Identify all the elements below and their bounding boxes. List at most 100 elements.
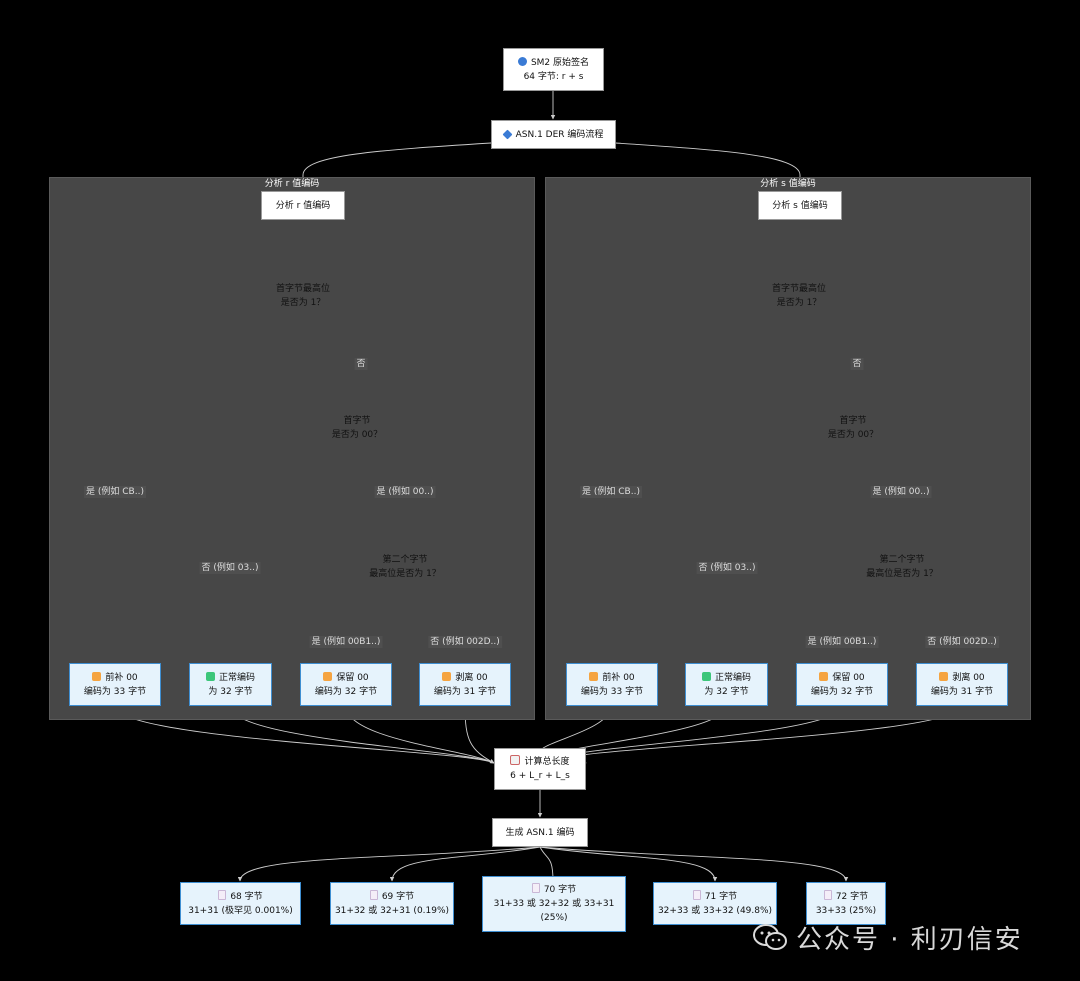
cluster-s: 分析 s 值编码 xyxy=(545,177,1031,720)
s-result-normal-line1: 正常编码 xyxy=(714,672,751,683)
edge-gen-to-output-2 xyxy=(539,846,556,882)
output-72: 72 字节 33+33 (25%) xyxy=(806,882,886,925)
edge-flow-to-s xyxy=(615,142,803,191)
r-result-strip-line1: 剥离 00 xyxy=(455,672,488,683)
orange-square-icon xyxy=(939,671,949,681)
analyze-r-label: 分析 r 值编码 xyxy=(275,200,331,211)
orange-square-icon xyxy=(819,671,829,681)
gen-asn1-label: 生成 ASN.1 编码 xyxy=(505,827,575,838)
r-decision-second-line2: 最高位是否为 1？ xyxy=(369,569,441,579)
sm2-signature-title: SM2 原始签名 xyxy=(530,57,590,68)
output-71: 71 字节 32+33 或 33+32 (49.8%) xyxy=(653,882,777,925)
s-decision-00-text: 首字节 是否为 00？ xyxy=(813,414,893,442)
analyze-s-node: 分析 s 值编码 xyxy=(758,191,842,220)
s-result-strip: 剥离 00 编码为 31 字节 xyxy=(916,663,1008,706)
r-decision-msb-line1: 首字节最高位 xyxy=(275,284,330,294)
output-72-title: 72 字节 xyxy=(835,891,869,902)
r-result-strip: 剥离 00 编码为 31 字节 xyxy=(419,663,511,706)
output-68-detail: 31+31 (极罕见 0.001%) xyxy=(188,905,293,916)
s-result-strip-line2: 编码为 31 字节 xyxy=(930,686,994,697)
r-result-keep-line2: 编码为 32 字节 xyxy=(314,686,378,697)
edge-gen-to-output-1 xyxy=(389,846,541,882)
document-icon xyxy=(218,889,227,900)
s-edge-label-yes-00b1: 是 (例如 00B1..) xyxy=(805,636,879,648)
r-edge-label-no-002d: 否 (例如 002D..) xyxy=(428,636,502,648)
output-69-detail: 31+32 或 32+31 (0.19%) xyxy=(334,905,450,916)
output-70-detail: 31+33 或 32+32 或 33+31 xyxy=(493,899,615,909)
s-result-normal-line2: 为 32 字节 xyxy=(704,686,749,697)
document-icon xyxy=(531,883,540,893)
r-decision-00-line1: 首字节 xyxy=(343,416,371,426)
output-71-detail: 32+33 或 33+32 (49.8%) xyxy=(657,905,773,916)
output-72-detail: 33+33 (25%) xyxy=(815,905,877,916)
calc-length-formula: 6 + L_r + L_s xyxy=(510,771,570,781)
asn1-flow-label: ASN.1 DER 编码流程 xyxy=(515,129,604,140)
document-icon xyxy=(369,889,378,900)
analyze-s-label: 分析 s 值编码 xyxy=(772,200,828,211)
asn1-flow-node: ASN.1 DER 编码流程 xyxy=(491,120,616,149)
r-edge-label-yes-cb: 是 (例如 CB..) xyxy=(84,486,146,498)
s-decision-msb-text: 首字节最高位 是否为 1？ xyxy=(759,282,839,310)
r-result-pad-line2: 编码为 33 字节 xyxy=(83,686,147,697)
calculator-icon xyxy=(510,755,521,765)
r-result-keep: 保留 00 编码为 32 字节 xyxy=(300,663,392,706)
s-result-normal: 正常编码 为 32 字节 xyxy=(685,663,768,706)
calc-length-title: 计算总长度 xyxy=(524,757,570,767)
output-70: 70 字节 31+33 或 32+32 或 33+31 (25%) xyxy=(482,876,626,932)
sm2-signature-detail: 64 字节: r + s xyxy=(523,71,584,82)
r-result-normal-line2: 为 32 字节 xyxy=(208,686,253,697)
r-decision-second-line1: 第二个字节 xyxy=(382,555,428,565)
r-decision-second-text: 第二个字节 最高位是否为 1？ xyxy=(351,553,459,581)
orange-square-icon xyxy=(589,671,599,681)
sm2-signature-node: SM2 原始签名 64 字节: r + s xyxy=(503,48,604,91)
s-edge-label-no-03: 否 (例如 03..) xyxy=(696,562,758,574)
s-decision-second-line1: 第二个字节 xyxy=(879,555,925,565)
r-result-strip-line2: 编码为 31 字节 xyxy=(433,686,497,697)
cluster-r-title: 分析 r 值编码 xyxy=(264,179,320,189)
output-68-title: 68 字节 xyxy=(230,891,263,902)
s-decision-00-line1: 首字节 xyxy=(839,416,867,426)
analyze-r-node: 分析 r 值编码 xyxy=(261,191,345,220)
r-result-pad-line1: 前补 00 xyxy=(105,672,138,683)
s-edge-label-no-002d: 否 (例如 002D..) xyxy=(925,636,999,648)
output-71-title: 71 字节 xyxy=(704,891,738,902)
output-70-title: 70 字节 xyxy=(543,885,577,895)
r-result-keep-line1: 保留 00 xyxy=(336,672,369,683)
output-69-title: 69 字节 xyxy=(381,891,415,902)
document-icon xyxy=(692,889,701,900)
s-result-pad: 前补 00 编码为 33 字节 xyxy=(566,663,658,706)
r-decision-msb-text: 首字节最高位 是否为 1？ xyxy=(263,282,343,310)
output-70-percent: (25%) xyxy=(540,913,568,923)
orange-square-icon xyxy=(323,671,333,681)
wechat-icon xyxy=(753,924,787,950)
gen-asn1-node: 生成 ASN.1 编码 xyxy=(492,818,588,847)
s-result-strip-line1: 剥离 00 xyxy=(952,672,985,683)
s-decision-msb-line1: 首字节最高位 xyxy=(771,284,826,294)
r-decision-00-text: 首字节 是否为 00？ xyxy=(317,414,397,442)
edge-gen-to-output-0 xyxy=(237,846,541,882)
cluster-r: 分析 r 值编码 xyxy=(49,177,535,720)
green-square-icon xyxy=(701,671,711,681)
s-decision-second-text: 第二个字节 最高位是否为 1？ xyxy=(848,553,956,581)
s-result-keep-line2: 编码为 32 字节 xyxy=(810,686,874,697)
r-edge-label-yes-00b1: 是 (例如 00B1..) xyxy=(309,636,383,648)
edge-flow-to-r xyxy=(300,142,492,191)
edge-gen-to-output-3 xyxy=(539,846,718,882)
watermark-text: 公众号 · 利刃信安 xyxy=(796,924,1023,955)
r-result-pad: 前补 00 编码为 33 字节 xyxy=(69,663,161,706)
document-icon xyxy=(823,889,832,900)
s-result-keep: 保留 00 编码为 32 字节 xyxy=(796,663,888,706)
s-decision-msb-line2: 是否为 1？ xyxy=(776,298,822,308)
r-result-normal-line1: 正常编码 xyxy=(218,672,255,683)
r-decision-msb-line2: 是否为 1？ xyxy=(280,298,326,308)
blue-circle-icon xyxy=(517,56,527,66)
calc-length-node: 计算总长度 6 + L_r + L_s xyxy=(494,748,586,790)
s-result-pad-line2: 编码为 33 字节 xyxy=(580,686,644,697)
r-result-normal: 正常编码 为 32 字节 xyxy=(189,663,272,706)
s-result-keep-line1: 保留 00 xyxy=(832,672,865,683)
output-69: 69 字节 31+32 或 32+31 (0.19%) xyxy=(330,882,454,925)
blue-diamond-icon xyxy=(502,129,513,139)
edge-gen-to-output-4 xyxy=(539,846,849,882)
s-decision-00-line2: 是否为 00？ xyxy=(827,430,879,440)
